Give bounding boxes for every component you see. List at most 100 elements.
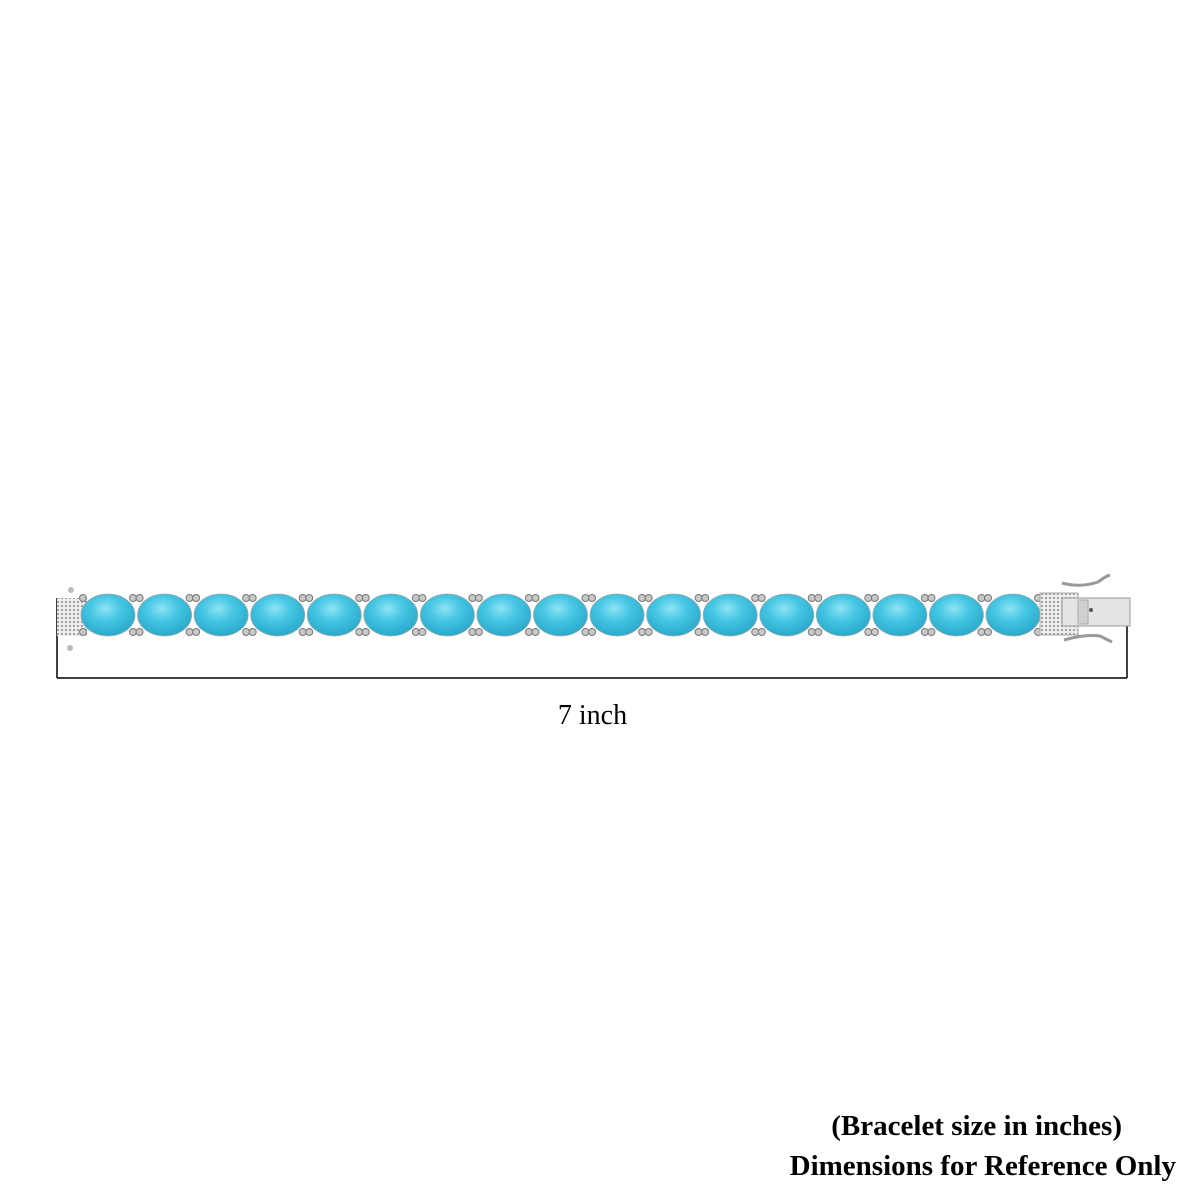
stone	[137, 593, 192, 637]
prong	[242, 628, 251, 636]
stone	[759, 593, 815, 637]
prong	[411, 628, 420, 636]
prong	[751, 594, 760, 602]
prong	[814, 628, 823, 636]
turquoise-stone	[701, 593, 760, 637]
turquoise-stone	[305, 593, 364, 637]
turquoise-stone	[192, 593, 251, 637]
prong	[977, 594, 986, 602]
prong	[927, 628, 936, 636]
prong	[581, 628, 590, 636]
prong	[814, 594, 823, 602]
stone	[419, 593, 475, 637]
prong	[701, 594, 710, 602]
stone	[533, 593, 588, 637]
prong	[588, 628, 597, 636]
prong	[807, 594, 816, 602]
turquoise-stone	[531, 593, 590, 637]
prong	[757, 628, 766, 636]
prong	[355, 594, 364, 602]
prong	[644, 628, 653, 636]
size-unit-note: (Bracelet size in inches)	[831, 1110, 1122, 1142]
prong	[984, 594, 992, 602]
stone	[929, 593, 984, 637]
prong	[185, 628, 194, 636]
prong	[79, 594, 87, 602]
stone-row	[79, 593, 1042, 637]
stone	[985, 593, 1041, 637]
prong	[242, 594, 251, 602]
length-label: 7 inch	[557, 700, 628, 731]
prong	[757, 594, 766, 602]
prong	[701, 628, 710, 636]
prong	[644, 594, 653, 602]
turquoise-stone	[870, 593, 929, 637]
prong	[807, 628, 816, 636]
prong	[864, 628, 873, 636]
turquoise-stone	[474, 593, 533, 637]
box-clasp	[1039, 573, 1131, 644]
prong	[524, 594, 533, 602]
prong	[192, 628, 201, 636]
turquoise-stone	[814, 593, 873, 637]
prong	[185, 594, 194, 602]
prong	[298, 594, 307, 602]
stone	[646, 593, 702, 637]
stone	[872, 593, 928, 637]
stone	[306, 593, 362, 637]
prong	[920, 628, 929, 636]
stone	[815, 593, 871, 637]
prong	[694, 628, 703, 636]
stone	[250, 593, 306, 637]
prong	[581, 594, 590, 602]
prong	[411, 594, 420, 602]
prong	[468, 628, 477, 636]
prong	[870, 628, 879, 636]
stone	[363, 593, 419, 637]
prong	[361, 628, 370, 636]
prong	[474, 628, 483, 636]
prong	[192, 594, 201, 602]
stone	[589, 593, 645, 637]
prong	[531, 594, 540, 602]
prong	[418, 628, 427, 636]
prong	[305, 628, 314, 636]
prong	[468, 594, 477, 602]
stone	[193, 593, 249, 637]
turquoise-stone	[248, 593, 307, 637]
prong	[524, 628, 533, 636]
turquoise-stone	[418, 593, 477, 637]
prong	[298, 628, 307, 636]
turquoise-stone	[984, 593, 1042, 637]
prong	[588, 594, 597, 602]
prong	[305, 594, 314, 602]
stone	[476, 593, 532, 637]
prong	[474, 594, 483, 602]
prong	[638, 594, 647, 602]
prong	[129, 594, 137, 602]
prong	[79, 628, 87, 636]
prong	[361, 594, 370, 602]
prong	[135, 594, 144, 602]
prong	[248, 594, 257, 602]
prong	[984, 628, 992, 636]
prong	[694, 594, 703, 602]
prong	[927, 594, 936, 602]
prong	[977, 628, 986, 636]
turquoise-stone	[644, 593, 703, 637]
turquoise-stone	[927, 593, 986, 637]
prong	[751, 628, 760, 636]
prong	[135, 628, 144, 636]
reference-disclaimer: Dimensions for Reference Only	[789, 1150, 1176, 1182]
prong	[129, 628, 137, 636]
prong	[531, 628, 540, 636]
prong	[355, 628, 364, 636]
stone	[80, 593, 136, 637]
prong	[418, 594, 427, 602]
turquoise-stone	[757, 593, 816, 637]
turquoise-stone	[588, 593, 647, 637]
stone	[702, 593, 758, 637]
turquoise-stone	[361, 593, 420, 637]
prong	[864, 594, 873, 602]
